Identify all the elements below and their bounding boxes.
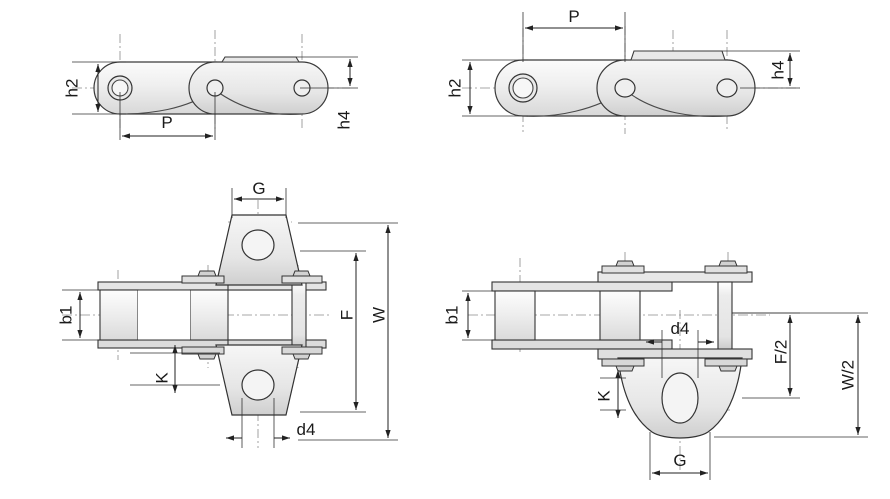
dimension-label-F2: F/2 bbox=[772, 340, 791, 365]
pin-hole-5 bbox=[614, 78, 636, 98]
dimension-d4-bottom-right: d4 bbox=[646, 319, 714, 378]
dimension-h4-top-right: h4 bbox=[722, 50, 800, 89]
dimension-G-bottom-left: G bbox=[231, 179, 287, 218]
roller-4 bbox=[599, 290, 641, 341]
dimension-label-K: K bbox=[153, 372, 172, 384]
dimension-d4-bottom-left: d4 bbox=[226, 398, 315, 448]
dimension-P-top-right: P bbox=[522, 7, 626, 62]
dimension-b1-bottom-right: b1 bbox=[443, 290, 498, 341]
roller-gap bbox=[138, 290, 190, 340]
dimension-K-bottom-right: K bbox=[595, 370, 626, 418]
u-bracket-hole bbox=[661, 372, 699, 424]
dimension-h2-top-left: h2 bbox=[63, 61, 126, 115]
dimension-F-bottom-left: F bbox=[300, 250, 366, 413]
dimension-label-d4: d4 bbox=[297, 420, 316, 439]
view-bottom-right: b1 d4 K G F/2 bbox=[443, 252, 868, 480]
link-contour-right-2 bbox=[624, 89, 728, 117]
view-bottom-left: G b1 K d4 F bbox=[57, 179, 398, 448]
dimension-G-bottom-right: G bbox=[649, 432, 711, 480]
attachment-flat-plate bbox=[221, 56, 300, 63]
dimension-label-G: G bbox=[252, 179, 265, 198]
attachment-hole-lower bbox=[241, 369, 275, 401]
dimension-label-P: P bbox=[161, 113, 172, 132]
dimension-label-b1: b1 bbox=[57, 306, 76, 325]
chain-links-top-right bbox=[494, 50, 756, 117]
link-contour-right bbox=[214, 89, 303, 115]
roller-2 bbox=[189, 289, 229, 341]
pin-bar-right bbox=[291, 281, 307, 349]
pin-hole-inner-4 bbox=[512, 77, 534, 99]
offset-plate-upper-br bbox=[597, 271, 753, 283]
dimension-label-h2: h2 bbox=[63, 79, 82, 98]
attachment-flat-plate-2 bbox=[630, 50, 726, 61]
dimension-K-bottom-left: K bbox=[130, 345, 220, 393]
dimension-label-K-2: K bbox=[595, 390, 614, 402]
dimension-label-b1-2: b1 bbox=[443, 306, 462, 325]
rivet-heads-bottom-left bbox=[181, 270, 323, 360]
pin-hole-6 bbox=[716, 78, 738, 98]
dimension-label-W2: W/2 bbox=[839, 360, 858, 390]
pin-bar-right-br bbox=[717, 281, 733, 351]
view-top-left: h2 P h4 bbox=[63, 30, 358, 140]
dimension-label-h4-2: h4 bbox=[769, 61, 788, 80]
chain-body-bottom-left bbox=[97, 214, 327, 416]
dimension-h2-top-right: h2 bbox=[446, 59, 528, 117]
chain-rail-top-br bbox=[491, 281, 673, 292]
chain-links-top-left bbox=[93, 56, 329, 115]
dimension-label-W: W bbox=[370, 307, 389, 323]
chain-body-bottom-right bbox=[491, 260, 753, 439]
dimension-label-h4: h4 bbox=[335, 111, 354, 130]
chain-rail-bottom-br bbox=[491, 339, 673, 350]
dimension-W2-bottom-right: W/2 bbox=[714, 312, 868, 438]
dimension-label-h2-2: h2 bbox=[446, 79, 465, 98]
dimension-P-top-left: P bbox=[119, 92, 216, 140]
dimension-h4-top-left: h4 bbox=[296, 56, 358, 130]
dimension-W-bottom-left: W bbox=[298, 222, 398, 441]
view-top-right: P h2 h4 bbox=[446, 7, 800, 134]
roller-3 bbox=[494, 290, 536, 341]
attachment-hole-upper bbox=[241, 229, 275, 261]
dimension-label-d4-2: d4 bbox=[671, 319, 690, 338]
dimension-label-P-2: P bbox=[568, 7, 579, 26]
dimension-label-G-2: G bbox=[673, 451, 686, 470]
dimension-label-F: F bbox=[338, 310, 357, 320]
rivet-heads-bottom-right bbox=[601, 260, 748, 372]
dimension-b1-bottom-left: b1 bbox=[57, 289, 104, 341]
roller-1 bbox=[99, 289, 139, 341]
